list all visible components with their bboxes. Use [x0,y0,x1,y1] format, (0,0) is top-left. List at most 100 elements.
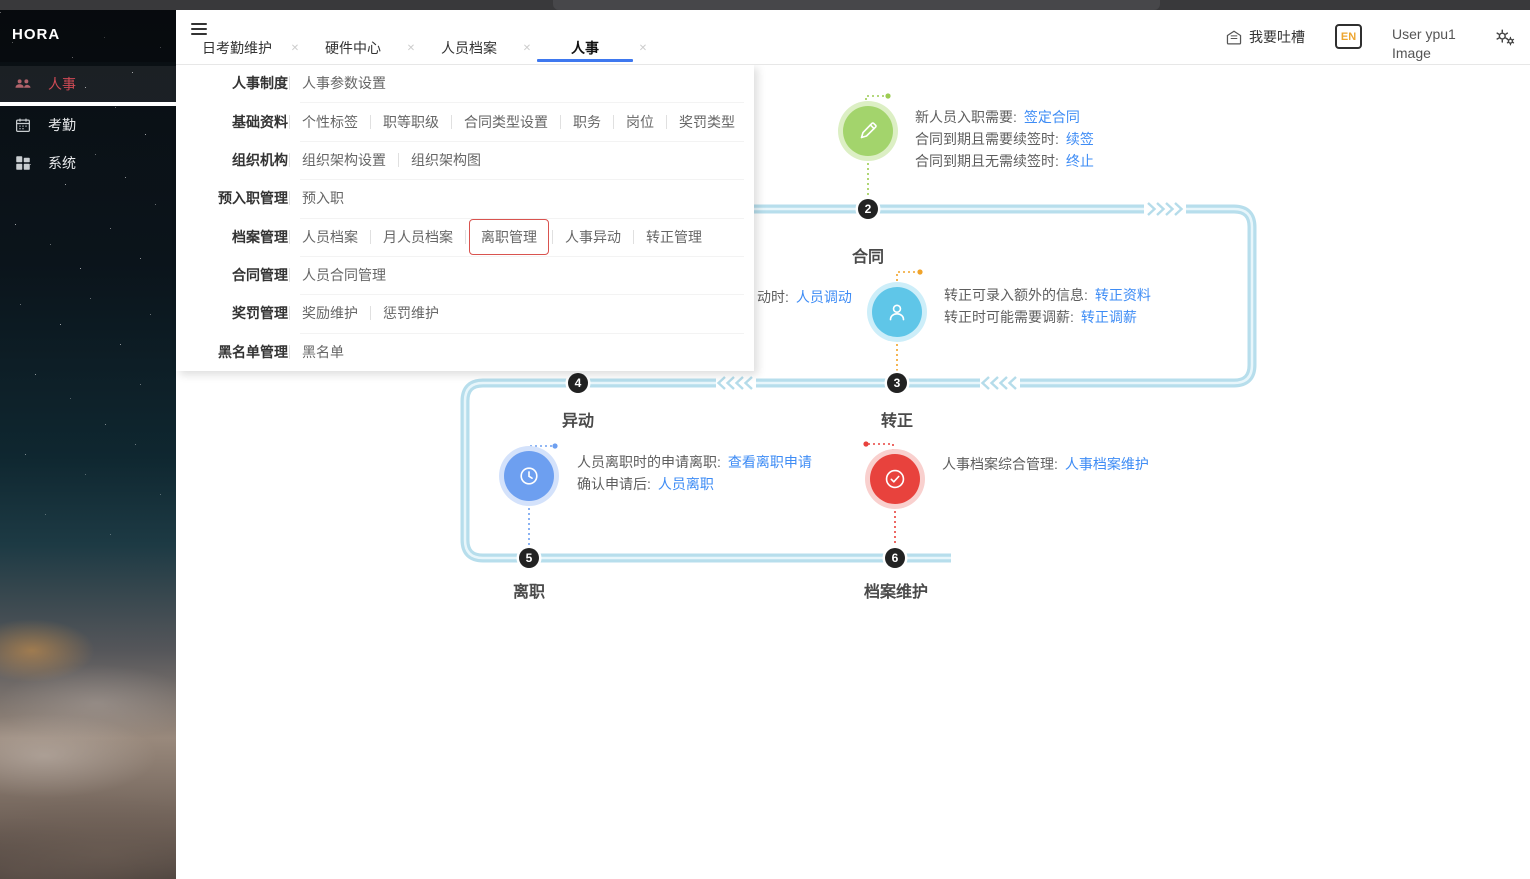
tab-personnel-files[interactable]: 人员档案 ✕ [426,38,542,64]
browser-chrome-strip [0,0,1530,10]
renew-contract-link[interactable]: 续签 [1065,131,1094,147]
menu-category: 人事制度 [232,75,288,92]
regularization-info-link[interactable]: 转正资料 [1094,287,1151,303]
tab-hr[interactable]: 人事 ✕ [537,38,658,64]
step-badge-6: 6 [885,548,905,568]
tab-label: 人员档案 [441,40,497,56]
user-line-1: User ypu1 [1392,26,1456,42]
people-icon [15,79,31,88]
menu-item-personal-tags[interactable]: 个性标签 [302,113,358,130]
menu-row-archive-mgmt: 档案管理 人员档案 月人员档案 离职管理 人事异动 转正管理 [176,217,754,256]
desc-text: 确认申请后: [577,475,651,492]
station-label-resign: 离职 [512,584,546,601]
sidebar: HORA 人事 考勤 系统 [0,0,176,879]
track-arrows-left-icon [716,374,756,392]
menu-item-blacklist[interactable]: 黑名单 [302,343,344,360]
menu-item-reward-maintain[interactable]: 奖励维护 [302,305,358,322]
menu-row-pre-onboarding: 预入职管理 预入职 [176,179,754,217]
menu-item-hr-params[interactable]: 人事参数设置 [302,75,386,92]
sidebar-item-system[interactable]: 系统 [0,144,176,182]
user-line-2: Image [1392,45,1431,61]
view-resignation-request-link[interactable]: 查看离职申请 [727,454,812,470]
menu-item-regularization-mgmt[interactable]: 转正管理 [646,228,702,245]
regular-descriptions: 转正可录入额外的信息: 转正资料 转正时可能需要调薪: 转正调薪 [944,285,1151,328]
resign-descriptions: 人员离职时的申请离职: 查看离职申请 确认申请后: 人员离职 [577,452,812,495]
archive-step-circle [870,454,920,504]
menu-item-post[interactable]: 岗位 [626,113,654,130]
desc-text: 合同到期且需要续签时: [915,131,1059,147]
active-tab-underline [537,59,633,62]
pencil-icon [860,122,877,139]
menu-row-hr-policy: 人事制度 人事参数设置 [176,64,754,102]
menu-row-blacklist: 黑名单管理 黑名单 [176,332,754,371]
user-avatar-alt-text[interactable]: User ypu1 Image [1392,25,1464,63]
menu-item-org-chart[interactable]: 组织架构图 [411,151,481,168]
tab-label: 日考勤维护 [202,40,272,56]
tab-hardware-center[interactable]: 硬件中心 ✕ [310,38,426,64]
contract-step-circle [843,106,893,156]
station-label-archive: 档案维护 [863,584,929,601]
sign-contract-link[interactable]: 签定合同 [1023,109,1080,125]
tab-close-icon[interactable]: ✕ [290,42,300,54]
desc-text: 转正时可能需要调薪: [944,308,1074,325]
settings-gears-icon[interactable] [1494,27,1516,52]
resign-step-circle [504,451,554,501]
tab-label: 硬件中心 [325,40,381,56]
tab-close-icon[interactable]: ✕ [522,42,532,54]
tab-daily-attendance[interactable]: 日考勤维护 ✕ [194,38,310,64]
feedback-label: 我要吐槽 [1249,29,1305,45]
step-badge-4: 4 [568,373,588,393]
menu-row-basic-data: 基础资料 个性标签 职等职级 合同类型设置 职务 岗位 奖罚类型 [176,102,754,140]
sidebar-item-label: 人事 [48,76,76,92]
step-badge-2: 2 [858,199,878,219]
tab-close-icon[interactable]: ✕ [406,42,416,54]
hamburger-menu-icon[interactable] [191,23,207,35]
step-connectors [528,95,918,546]
menu-item-monthly-file[interactable]: 月人员档案 [383,228,453,245]
header-right-cluster: 我要吐槽 EN User ypu1 Image [1225,20,1516,63]
menu-item-org-setting[interactable]: 组织架构设置 [302,151,386,168]
menu-item-hr-transfer[interactable]: 人事异动 [565,228,621,245]
menu-category: 组织机构 [232,151,288,168]
personnel-transfer-link[interactable]: 人员调动 [795,289,852,305]
menu-item-pre-onboard[interactable]: 预入职 [302,190,344,207]
personnel-resign-link[interactable]: 人员离职 [657,475,714,492]
desc-text: 转正可录入额外的信息: [944,287,1088,303]
menu-item-punish-maintain[interactable]: 惩罚维护 [383,305,439,322]
menu-item-reward-type[interactable]: 奖罚类型 [679,113,735,130]
desc-text: 新人员入职需要: [915,109,1017,125]
menu-item-contract-type[interactable]: 合同类型设置 [464,113,548,130]
menu-item-resignation-mgmt[interactable]: 离职管理 [469,218,549,255]
flow-track-highlight [430,207,1254,560]
contract-descriptions: 新人员入职需要:签定合同 合同到期且需要续签时:续签 合同到期且无需续签时:终止 [915,106,1094,172]
station-label-regular: 转正 [880,413,914,430]
feedback-button[interactable]: 我要吐槽 [1225,27,1305,47]
tab-close-icon[interactable]: ✕ [638,42,648,54]
menu-item-rank-grade[interactable]: 职等职级 [383,113,439,130]
check-circle-icon [885,469,905,489]
track-arrows-left-icon [980,374,1020,392]
transfer-description-fragment: 动时:人员调动 [757,289,852,305]
menu-item-personnel-file[interactable]: 人员档案 [302,228,358,245]
desc-text: 人事档案综合管理: [942,456,1058,472]
top-header: 日考勤维护 ✕ 硬件中心 ✕ 人员档案 ✕ 人事 ✕ 我要吐槽 EN User … [176,10,1530,65]
desc-text: 人员离职时的申请离职: [577,454,721,470]
language-toggle-button[interactable]: EN [1335,24,1362,49]
menu-category: 预入职管理 [218,190,288,207]
sidebar-item-hr[interactable]: 人事 [0,66,176,102]
sidebar-item-label: 系统 [48,155,76,171]
hr-archive-maintain-link[interactable]: 人事档案维护 [1064,456,1149,472]
starfield-background [0,12,1,13]
menu-row-contract-mgmt: 合同管理 人员合同管理 [176,255,754,294]
terminate-contract-link[interactable]: 终止 [1065,153,1094,169]
regular-step-circle [872,287,922,337]
station-label-contract: 合同 [851,249,885,266]
sidebar-item-attendance[interactable]: 考勤 [0,106,176,144]
menu-item-personnel-contract[interactable]: 人员合同管理 [302,267,386,284]
regularization-salary-link[interactable]: 转正调薪 [1080,308,1137,325]
menu-item-duty[interactable]: 职务 [573,113,601,130]
menu-category: 合同管理 [232,267,288,284]
archive-descriptions: 人事档案综合管理: 人事档案维护 [942,456,1149,472]
